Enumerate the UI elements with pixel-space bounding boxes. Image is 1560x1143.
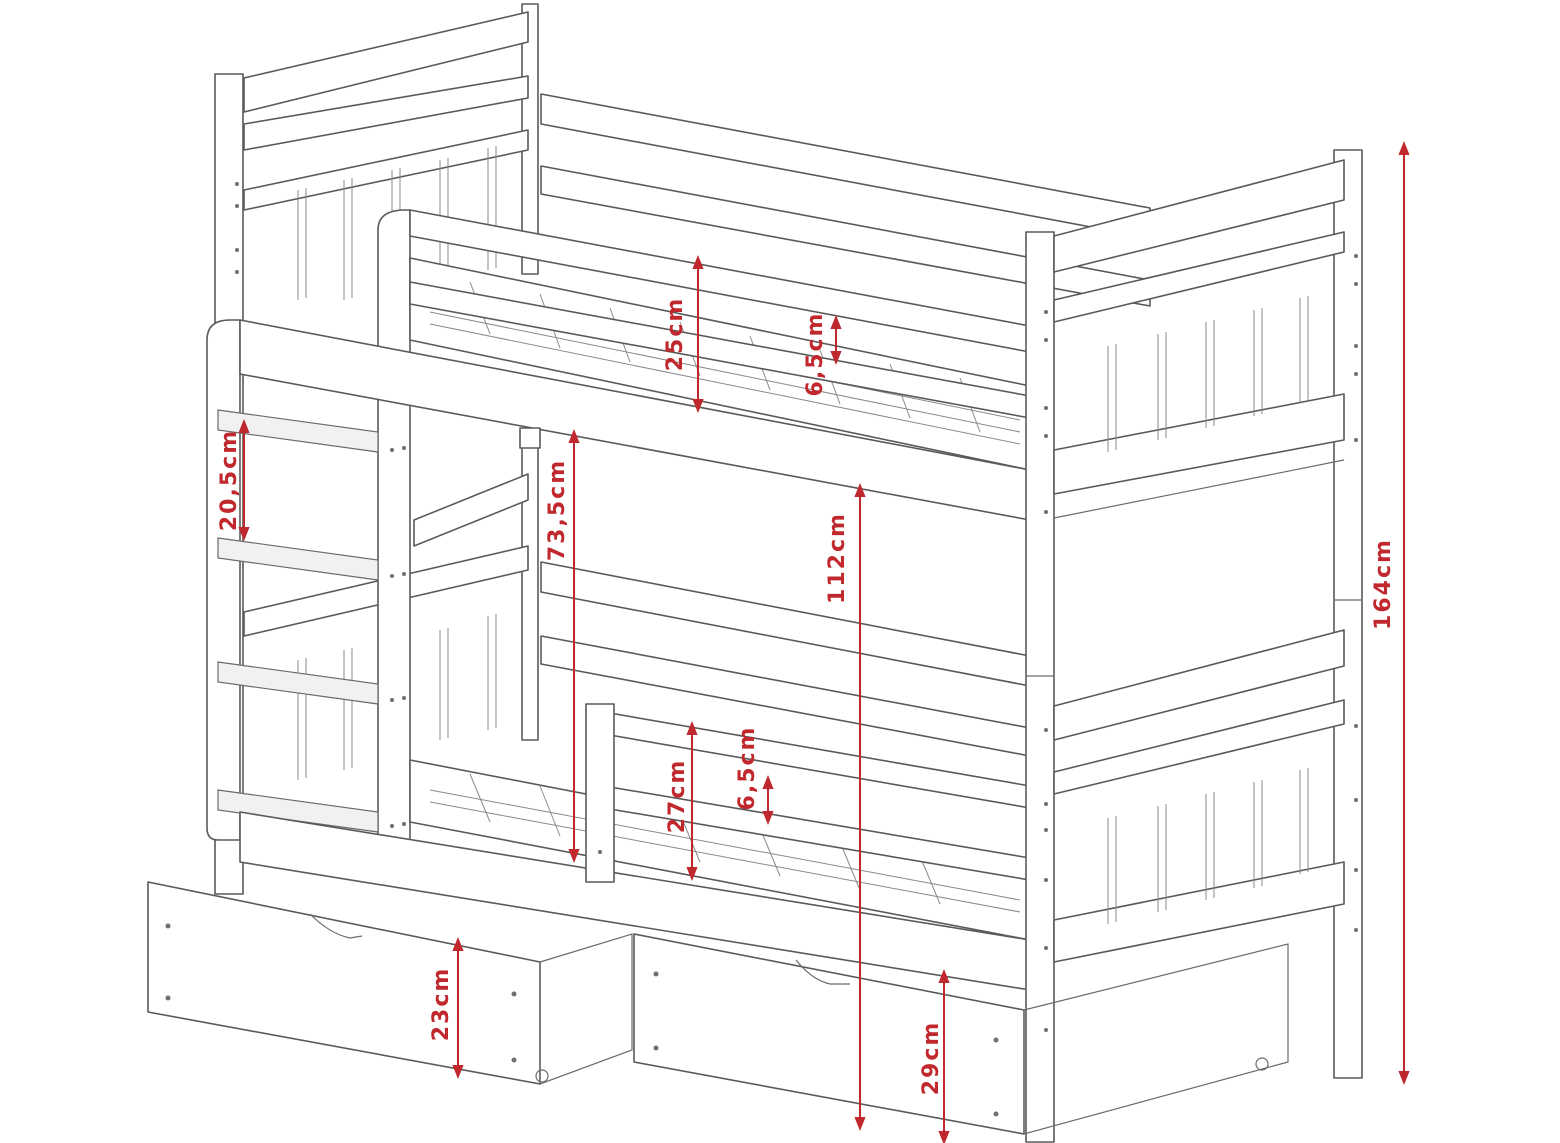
- dim-top-bunk-height: 112cm: [825, 483, 866, 1131]
- dim-rail-bar-top: 6,5cm: [803, 312, 842, 397]
- footboard-front-post: [1025, 231, 1055, 1143]
- dim-bunk-clearance: 73,5cm: [545, 429, 580, 863]
- dim-drawer-back-height: 29cm: [919, 969, 950, 1143]
- dim-rail-bar-bottom: 6,5cm: [735, 726, 774, 825]
- dim-label-rail-bar-top: 6,5cm: [803, 312, 828, 397]
- footboard-lower: [1053, 629, 1345, 963]
- dim-label-drawer-front-height: 23cm: [429, 967, 454, 1042]
- dim-drawer-front-height: 23cm: [429, 937, 464, 1079]
- dim-label-top-bunk-height: 112cm: [825, 512, 850, 604]
- drawer-left: [147, 881, 633, 1085]
- back-headboard: [243, 3, 539, 741]
- footboard-back-post: [1333, 149, 1363, 1079]
- upper-front-rails: [239, 209, 1031, 521]
- dim-label-ladder-step: 20,5cm: [217, 429, 242, 531]
- dim-ladder-step: 20,5cm: [217, 419, 250, 541]
- dim-label-rail-height-bottom: 27cm: [665, 759, 690, 834]
- dim-label-drawer-back-height: 29cm: [919, 1021, 944, 1096]
- dim-rail-height-bottom: 27cm: [665, 721, 698, 881]
- dim-label-bunk-clearance: 73,5cm: [545, 459, 570, 561]
- dim-total-height: 164cm: [1371, 141, 1410, 1085]
- dim-label-rail-height-top: 25cm: [663, 297, 688, 372]
- drawer-right: [633, 933, 1289, 1135]
- dim-label-rail-bar-bottom: 6,5cm: [735, 726, 760, 811]
- footboard-upper: [1053, 159, 1345, 519]
- dim-label-total-height: 164cm: [1371, 538, 1396, 630]
- lower-front-rails: [239, 703, 1031, 991]
- dim-rail-height-top: 25cm: [663, 255, 704, 413]
